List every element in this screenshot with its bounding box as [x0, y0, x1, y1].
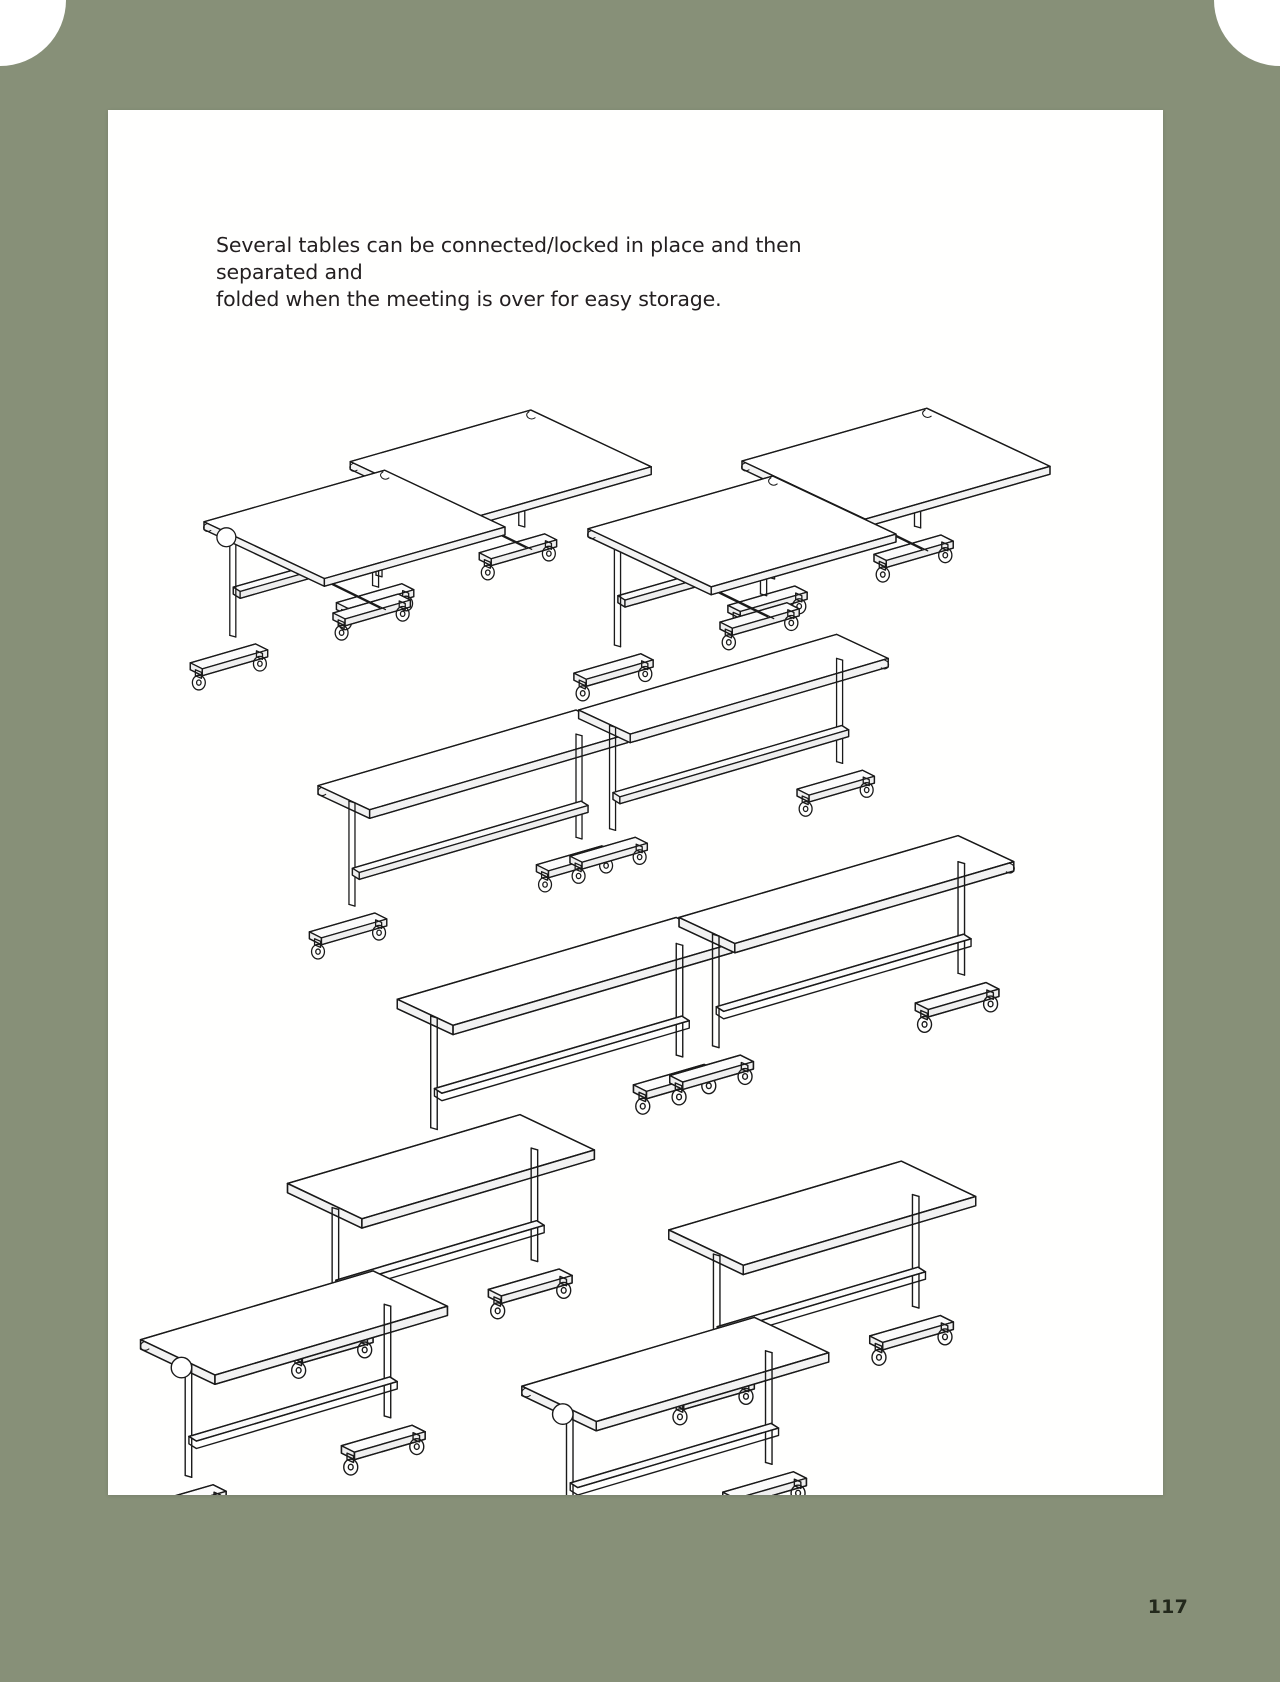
caption-line-1: Several tables can be connected/locked i…	[216, 233, 802, 285]
figure-middle-group	[308, 633, 890, 960]
figure-illustrations	[108, 110, 1163, 1495]
caption-line-2: folded when the meeting is over for easy…	[216, 287, 722, 312]
figure-bottom-group	[139, 834, 1015, 1495]
figure-top-left-group	[190, 410, 651, 690]
page-corner-notch-top-left	[0, 0, 66, 66]
page-sheet: Several tables can be connected/locked i…	[108, 110, 1163, 1495]
page-corner-notch-top-right	[1214, 0, 1280, 66]
page-number: 117	[1147, 1596, 1188, 1618]
page-caption: Several tables can be connected/locked i…	[216, 232, 876, 313]
